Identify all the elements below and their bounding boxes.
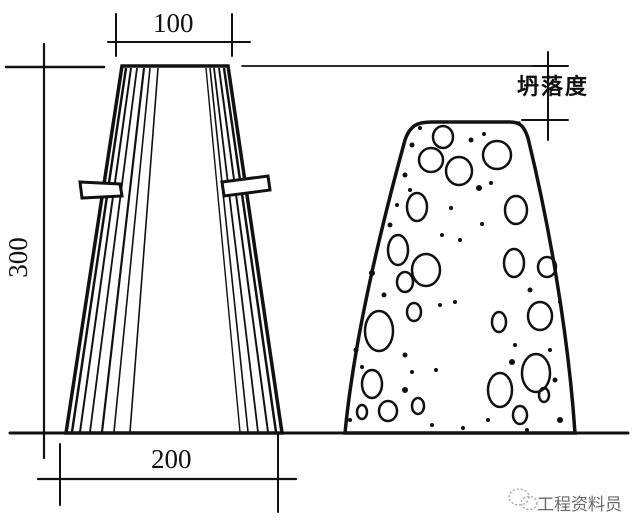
slumped-concrete bbox=[343, 120, 577, 435]
bottom-diameter-label: 200 bbox=[151, 444, 192, 474]
height-label: 300 bbox=[2, 237, 33, 278]
watermark: 工程资料员 bbox=[505, 490, 622, 515]
slump-label-text: 坍落度 bbox=[516, 75, 590, 101]
slump-label: 坍落度 bbox=[517, 52, 589, 124]
wechat-icon bbox=[508, 488, 538, 511]
slump-cone bbox=[63, 64, 285, 435]
wechat-icon-spacer bbox=[505, 493, 531, 513]
top-diameter-label: 100 bbox=[153, 8, 194, 38]
watermark-text: 工程资料员 bbox=[537, 495, 622, 515]
